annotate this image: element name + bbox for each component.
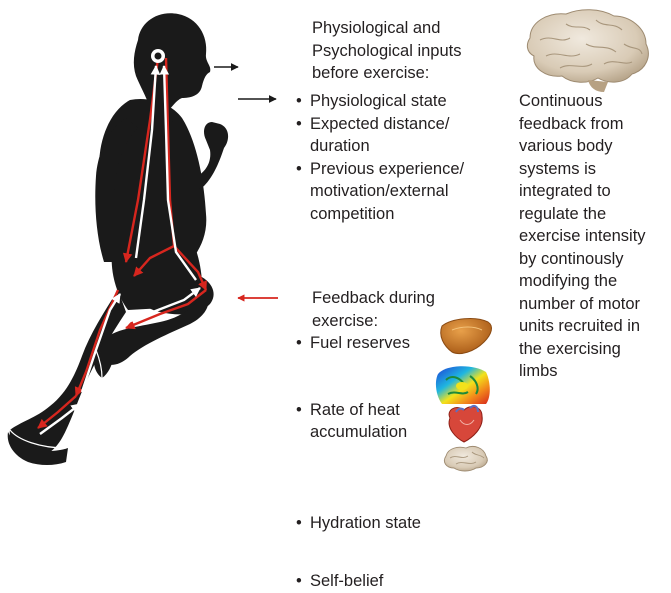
feedback-item-self-belief: • Self-belief [296,570,671,593]
bullet-icon: • [296,158,302,181]
bullet-icon: • [296,332,302,355]
list-item: • Previous experience/ motivation/extern… [296,158,506,226]
list-item: • Physiological state [296,90,506,113]
list-item: • Expected distance/ duration [296,113,506,158]
feedback-item-label: Rate of heat accumulation [310,401,407,442]
brain-node-inner [155,53,162,60]
runner-silhouette-icon [8,13,228,465]
inputs-title: Physiological and Psychological inputs b… [312,17,512,85]
feedback-item-hydration-state: • Hydration state [296,512,671,535]
small-brain-icon [444,446,487,471]
bullet-icon: • [296,570,302,593]
feedback-item-label: Hydration state [310,514,421,532]
bullet-icon: • [296,90,302,113]
feedback-item-label: Fuel reserves [310,334,410,352]
input-item-expected-distance: Expected distance/ duration [310,115,449,156]
feedback-item-label: Self-belief [310,572,383,590]
integration-description: Continuous feedback from various body sy… [519,90,671,383]
bullet-icon: • [296,512,302,535]
brain-icon [527,10,648,92]
bullet-icon: • [296,113,302,136]
inputs-list: • Physiological state • Expected distanc… [296,90,506,225]
feedback-title: Feedback during exercise: [312,287,462,332]
feedback-item-heat-accumulation: • Rate of heat accumulation [296,399,671,444]
input-item-previous-experience: Previous experience/ motivation/external… [310,160,464,223]
input-item-physiological-state: Physiological state [310,92,447,110]
bullet-icon: • [296,399,302,422]
